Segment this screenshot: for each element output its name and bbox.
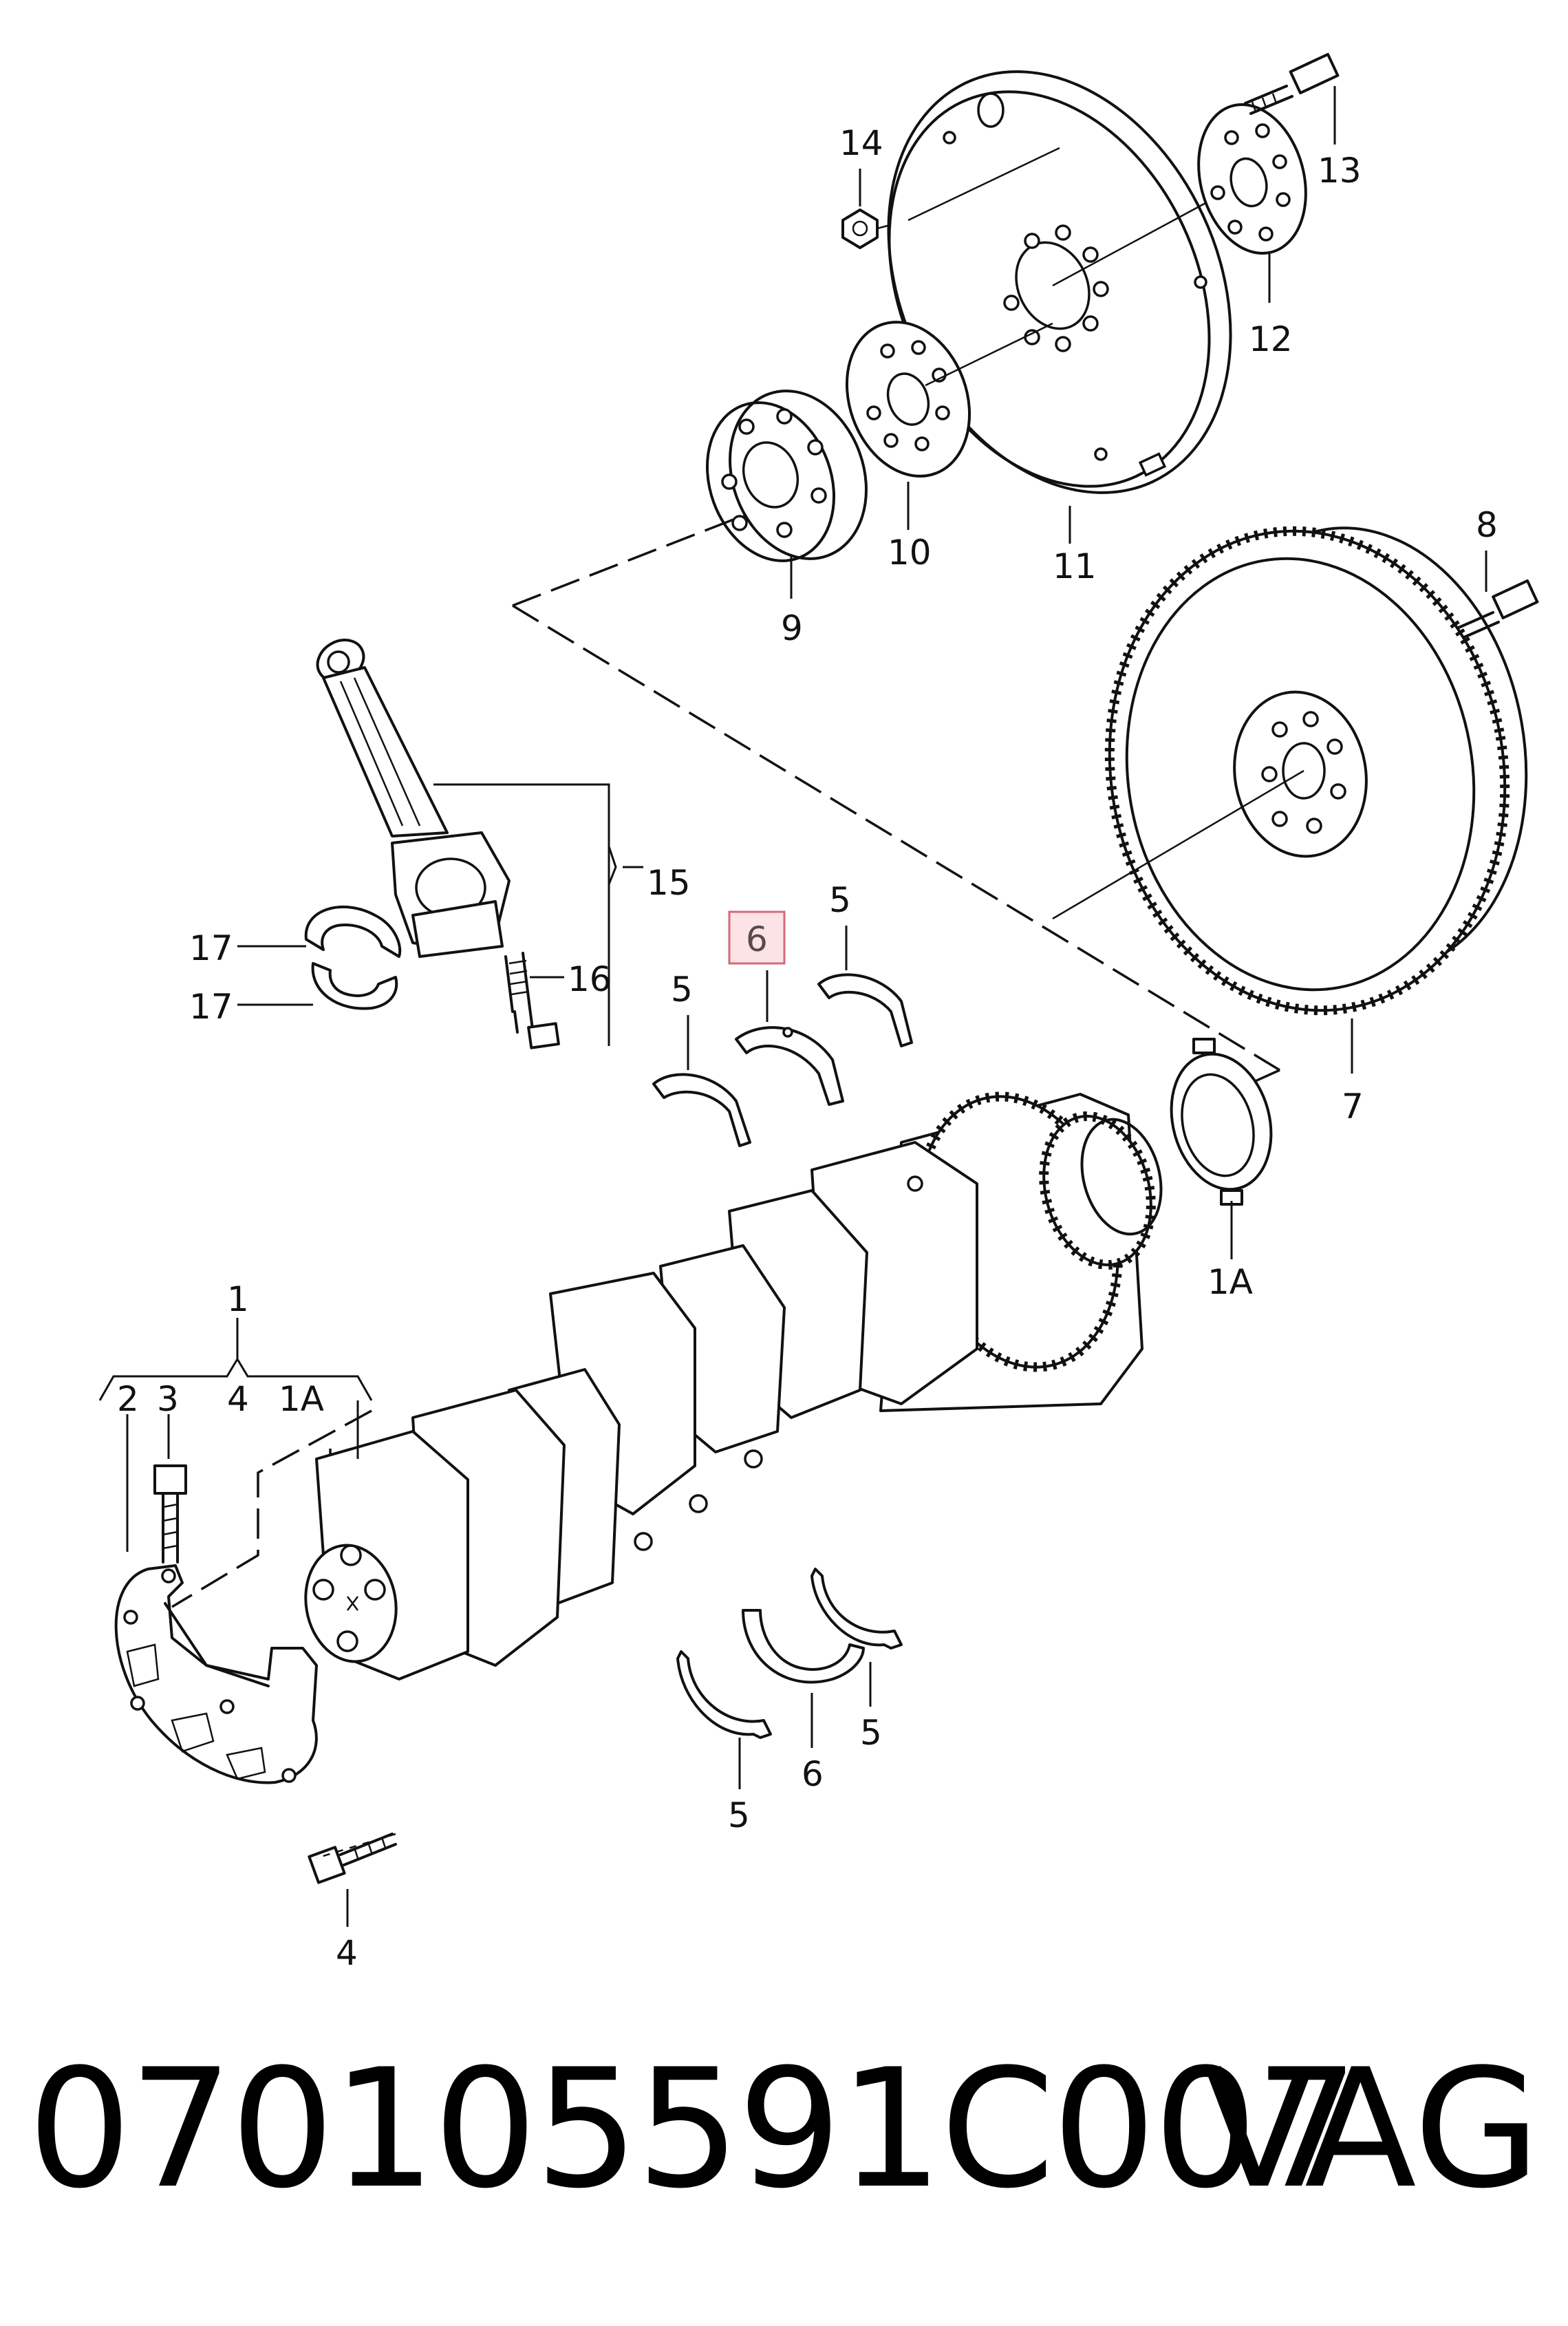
rod-bearing-shells-part-17 — [237, 905, 402, 1010]
crankshaft — [304, 1091, 1163, 1681]
callout-17-upper: 17 — [189, 928, 233, 968]
screw-part-4 — [308, 1833, 397, 1927]
callout-1A-top: 1A — [279, 1379, 324, 1419]
rod-bolt-part-16 — [504, 952, 564, 1049]
upper-main-bearing-shells — [652, 926, 913, 1147]
washer-plate-part-12 — [1197, 103, 1307, 303]
callout-3: 3 — [157, 1379, 179, 1419]
front-cover-part-2 — [114, 1414, 318, 1784]
bolt-part-13 — [1244, 52, 1340, 145]
callout-labels: 14 13 12 11 10 9 8 7 15 16 17 17 5 5 6 1… — [117, 123, 1498, 1968]
callout-1A-right: 1A — [1207, 1262, 1253, 1302]
callout-4-bottom: 4 — [336, 1933, 358, 1968]
callout-16: 16 — [568, 959, 612, 999]
callout-17-lower: 17 — [189, 987, 233, 1027]
callout-5-lower-right: 5 — [860, 1713, 882, 1753]
part-number: 070105591C007 — [28, 2034, 1359, 2225]
brand-name: VAG — [1203, 2034, 1540, 2225]
group-bracket-1 — [98, 1318, 373, 1459]
callout-13: 13 — [1318, 151, 1362, 191]
shim-plate-part-10 — [845, 321, 1053, 530]
callout-6-upper: 6 — [746, 919, 768, 959]
callout-1: 1 — [227, 1279, 249, 1319]
screw-part-3 — [153, 1414, 187, 1564]
callout-8: 8 — [1476, 505, 1498, 545]
callout-10: 10 — [888, 533, 932, 573]
callout-11: 11 — [1053, 546, 1097, 586]
callout-9: 9 — [781, 608, 803, 648]
connecting-rod-part-15 — [316, 639, 643, 1046]
spacer-disc-part-9 — [705, 390, 868, 599]
highlight-box-6 — [728, 910, 786, 965]
callout-5-lower-left: 5 — [728, 1795, 750, 1835]
exploded-parts-diagram: 14 13 12 11 10 9 8 7 15 16 17 17 5 5 6 1… — [98, 52, 1539, 1968]
callout-5-upper-right: 5 — [829, 880, 851, 920]
callout-5-upper-left: 5 — [671, 970, 693, 1010]
callout-4-top: 4 — [227, 1379, 249, 1419]
drive-plate-part-11 — [887, 70, 1232, 544]
bolt-part-8 — [1457, 551, 1539, 639]
lower-main-bearing-shells — [676, 1568, 903, 1789]
footer-caption: 070105591C007 VAG — [0, 2016, 1568, 2243]
flywheel-part-7 — [1052, 526, 1528, 1074]
seal-ring-part-1A-right — [1170, 1038, 1273, 1259]
callout-12: 12 — [1249, 319, 1293, 359]
callout-7: 7 — [1342, 1087, 1364, 1127]
callout-2: 2 — [117, 1379, 139, 1419]
callout-6-lower: 6 — [802, 1754, 824, 1794]
callout-14: 14 — [839, 123, 883, 163]
callout-15: 15 — [647, 863, 691, 903]
